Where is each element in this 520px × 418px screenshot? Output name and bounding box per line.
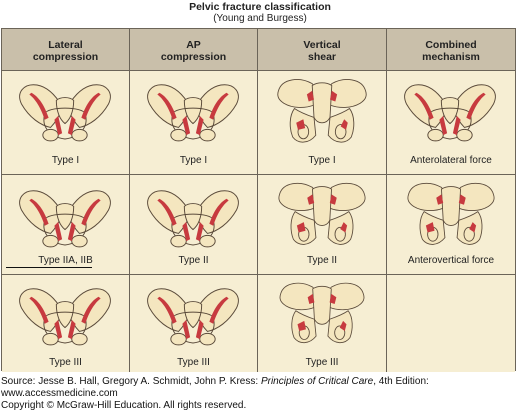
pelvis-illustration <box>12 75 118 149</box>
website-line: www.accessmedicine.com <box>1 388 118 399</box>
pelvis-illustration <box>140 279 246 353</box>
cell-caption: Type IIA, IIB <box>38 255 93 266</box>
cell-caption: Type III <box>305 357 339 368</box>
pelvis-illustration <box>12 181 118 255</box>
cell-caption: Anterovertical force <box>407 255 495 266</box>
pelvis-illustration <box>397 177 505 255</box>
pelvis-illustration <box>268 73 376 153</box>
cell-vertical-type-1: Type I <box>258 71 387 175</box>
cell-lateral-type-2: Type IIA, IIB <box>2 175 130 275</box>
cell-combined-anterolateral: Anterolateral force <box>387 71 515 175</box>
cell-caption: Type III <box>177 357 210 368</box>
pelvis-illustration <box>140 75 246 149</box>
caption-underline <box>6 267 92 268</box>
cell-lateral-type-1: Type I <box>2 71 130 175</box>
pelvis-illustration <box>140 181 246 255</box>
pelvis-illustration <box>397 75 503 149</box>
cell-caption: Type II <box>306 255 337 266</box>
pelvis-illustration <box>268 277 376 353</box>
cell-caption: Type II <box>178 255 209 266</box>
pelvis-illustration <box>12 279 118 353</box>
cell-caption: Type I <box>179 155 208 166</box>
cell-lateral-type-3: Type III <box>2 275 130 372</box>
cell-caption: Type I <box>51 155 80 166</box>
cell-caption: Type III <box>49 357 82 368</box>
cell-combined-anterovertical: Anterovertical force <box>387 175 515 275</box>
cell-ap-type-2: Type II <box>130 175 258 275</box>
cell-vertical-type-2: Type II <box>258 175 387 275</box>
cell-caption: Anterolateral force <box>410 155 492 166</box>
cell-ap-type-3: Type III <box>130 275 258 372</box>
pelvis-illustration <box>268 177 376 255</box>
cell-empty <box>387 275 515 372</box>
cell-caption: Type I <box>308 155 336 166</box>
cell-ap-type-1: Type I <box>130 71 258 175</box>
source-line: Source: Jesse B. Hall, Gregory A. Schmid… <box>1 376 429 387</box>
figure-title: Pelvic fracture classification <box>189 1 331 13</box>
cell-vertical-type-3: Type III <box>258 275 387 372</box>
figure-subtitle: (Young and Burgess) <box>213 13 307 24</box>
copyright-line: Copyright © McGraw-Hill Education. All r… <box>1 400 247 411</box>
